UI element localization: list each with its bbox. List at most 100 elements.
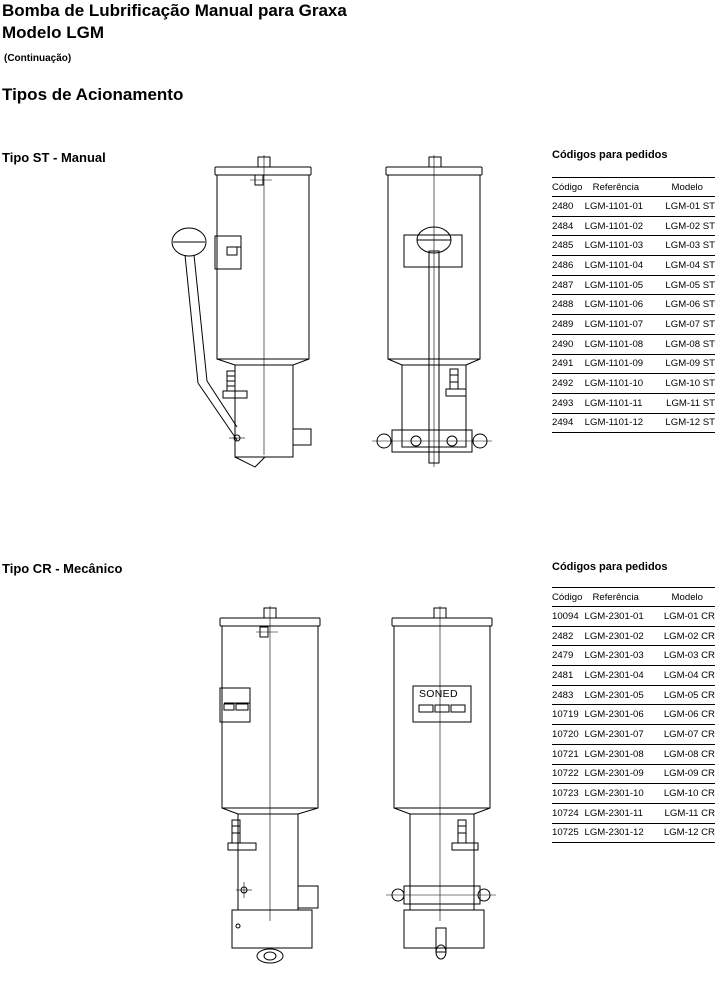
cell-modelo: LGM-05 ST	[665, 275, 715, 296]
cell-referencia: LGM-1101-08	[584, 334, 666, 355]
column-header-codigo: Código	[552, 177, 585, 197]
column-header-modelo: Modelo	[665, 177, 715, 197]
cell-modelo: LGM-07 ST	[665, 314, 715, 335]
st-codes-title: Códigos para pedidos	[552, 149, 668, 161]
cell-codigo: 2484	[552, 216, 585, 237]
cell-referencia: LGM-1101-07	[584, 314, 666, 335]
cell-codigo: 10721	[552, 744, 585, 765]
cell-codigo: 10725	[552, 823, 585, 844]
cell-modelo: LGM-10 CR	[663, 783, 715, 804]
table-header-row: Código Referência Modelo	[552, 587, 715, 607]
cell-referencia: LGM-1101-04	[584, 255, 666, 276]
cr-panel-label: SONED	[419, 688, 458, 700]
cell-referencia: LGM-2301-01	[584, 606, 664, 627]
cell-codigo: 2487	[552, 275, 585, 296]
cell-modelo: LGM-12 ST	[665, 413, 715, 434]
cell-referencia: LGM-2301-12	[584, 823, 664, 844]
cell-referencia: LGM-1101-09	[584, 354, 666, 375]
cell-referencia: LGM-2301-09	[584, 764, 664, 785]
st-front-view-drawing	[372, 155, 492, 467]
cell-referencia: LGM-2301-06	[584, 704, 664, 726]
cell-codigo: 10723	[552, 783, 585, 804]
cell-codigo: 2485	[552, 235, 585, 257]
cell-modelo: LGM-09 ST	[665, 354, 715, 375]
cell-referencia: LGM-2301-10	[584, 783, 664, 804]
cell-referencia: LGM-2301-03	[584, 645, 664, 667]
cell-referencia: LGM-2301-05	[584, 685, 664, 706]
cell-modelo: LGM-03 ST	[665, 235, 715, 257]
cell-referencia: LGM-1101-03	[584, 235, 666, 257]
column-header-codigo: Código	[552, 587, 585, 607]
cell-codigo: 2491	[552, 354, 585, 375]
cell-referencia: LGM-2301-07	[584, 724, 664, 745]
cell-codigo: 10724	[552, 803, 585, 824]
st-section-label: Tipo ST - Manual	[2, 150, 106, 165]
title-line-2: Modelo LGM	[2, 23, 104, 42]
cell-codigo: 2490	[552, 334, 585, 355]
cell-codigo: 2486	[552, 255, 585, 276]
cell-modelo: LGM-07 CR	[663, 724, 715, 745]
cell-codigo: 2481	[552, 665, 585, 686]
cell-modelo: LGM-09 CR	[663, 764, 715, 785]
cell-codigo: 10094	[552, 606, 585, 627]
section-heading: Tipos de Acionamento	[2, 85, 184, 104]
cell-referencia: LGM-2301-08	[584, 744, 664, 765]
cell-codigo: 2488	[552, 294, 585, 316]
cell-modelo: LGM-04 CR	[663, 665, 715, 686]
cell-codigo: 2492	[552, 373, 585, 394]
title-line-1: Bomba de Lubrificação Manual para Graxa	[2, 1, 347, 20]
cell-codigo: 10719	[552, 704, 585, 726]
cell-referencia: LGM-1101-11	[584, 393, 666, 414]
cell-modelo: LGM-01 ST	[665, 196, 715, 217]
cr-front-view-drawing	[380, 606, 502, 964]
cell-codigo: 10720	[552, 724, 585, 745]
table-header-row: Código Referência Modelo	[552, 177, 715, 197]
cr-codes-title: Códigos para pedidos	[552, 561, 668, 573]
cell-referencia: LGM-2301-04	[584, 665, 664, 686]
cell-modelo: LGM-12 CR	[663, 823, 715, 844]
cell-referencia: LGM-1101-01	[584, 196, 666, 217]
cell-modelo: LGM-06 ST	[665, 294, 715, 316]
cell-modelo: LGM-01 CR	[663, 606, 715, 627]
cell-referencia: LGM-2301-02	[584, 626, 664, 647]
cell-codigo: 2483	[552, 685, 585, 706]
subtitle: (Continuação)	[4, 53, 72, 64]
cell-referencia: LGM-1101-06	[584, 294, 666, 316]
cell-modelo: LGM-05 CR	[663, 685, 715, 706]
cell-modelo: LGM-08 ST	[665, 334, 715, 355]
cell-modelo: LGM-06 CR	[663, 704, 715, 726]
cell-modelo: LGM-04 ST	[665, 255, 715, 276]
cell-referencia: LGM-2301-11	[584, 803, 664, 824]
cell-codigo: 2494	[552, 413, 585, 434]
cell-modelo: LGM-08 CR	[663, 744, 715, 765]
st-side-view-drawing	[165, 155, 315, 467]
cell-codigo: 2480	[552, 196, 585, 217]
column-header-referencia: Referência	[584, 177, 666, 197]
cell-referencia: LGM-1101-05	[584, 275, 666, 296]
cell-codigo: 10722	[552, 764, 585, 785]
cell-codigo: 2493	[552, 393, 585, 414]
cr-side-view-drawing	[210, 606, 325, 964]
